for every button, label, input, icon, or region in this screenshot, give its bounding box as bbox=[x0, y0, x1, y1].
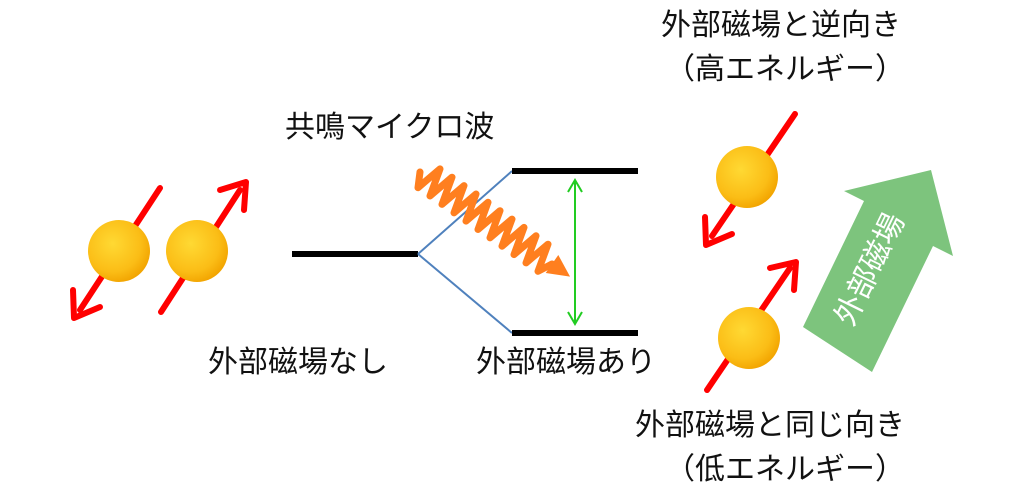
spin-arrow-head bbox=[767, 259, 799, 293]
microwave-arrow bbox=[414, 165, 571, 277]
electron-sphere bbox=[88, 220, 150, 282]
microwave-arrowhead bbox=[545, 254, 571, 277]
spin-arrow-up-head bbox=[217, 179, 249, 213]
no-field-label: 外部磁場なし bbox=[208, 345, 388, 380]
split-line-lower bbox=[417, 253, 513, 334]
parallel-label-line1: 外部磁場と同じ向き bbox=[635, 408, 905, 443]
spin-antiparallel bbox=[702, 111, 798, 248]
split-line-upper bbox=[417, 170, 513, 255]
with-field-label: 外部磁場あり bbox=[476, 345, 656, 380]
spin-left-up bbox=[158, 179, 249, 315]
spin-arrow-head bbox=[702, 214, 735, 248]
antiparallel-label-line2: （高エネルギー） bbox=[665, 52, 905, 87]
microwave-wave bbox=[414, 165, 556, 275]
electron-sphere bbox=[166, 220, 228, 282]
transition-arrow bbox=[567, 178, 583, 326]
external-field-arrow: 外部磁場 bbox=[803, 170, 953, 372]
spin-parallel bbox=[704, 259, 799, 393]
electron-sphere bbox=[716, 146, 778, 208]
microwave-label: 共鳴マイクロ波 bbox=[285, 110, 495, 145]
antiparallel-label-line1: 外部磁場と逆向き bbox=[661, 8, 901, 43]
spin-left-down bbox=[70, 185, 163, 321]
spin-pair-no-field bbox=[70, 179, 249, 321]
parallel-label-line2: （低エネルギー） bbox=[665, 452, 905, 487]
electron-sphere bbox=[718, 307, 780, 369]
spin-arrow-down-head bbox=[70, 287, 103, 321]
field-arrow-shape bbox=[803, 170, 953, 372]
